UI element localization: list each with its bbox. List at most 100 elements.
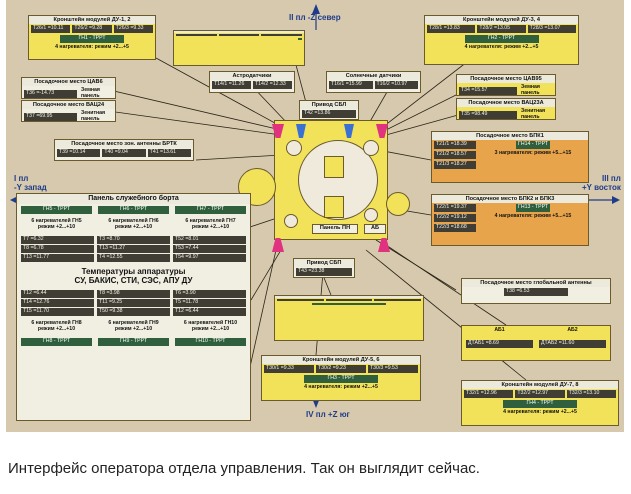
sbl-value: T42 =13.86 xyxy=(302,110,356,119)
du78-bracket-panel: Кронштейн модулей ДУ-7, 8 T32/1 =12.96 T… xyxy=(461,380,619,426)
bpk2-t1: T22/1 =19.37 xyxy=(434,204,476,213)
service-t-a1: T7 =6.32 xyxy=(21,235,94,244)
bpk1-panel: Посадочное место БПК1 T21/1 =18.39 T21/2… xyxy=(431,131,589,183)
brtk-title: Посадочное место зон. антенны БРТК xyxy=(55,140,193,149)
bpk1-title: Посадочное место БПК1 xyxy=(432,132,588,141)
service-side-panel: Панель служебного борта ГН5 - ТРРТ ГН6 -… xyxy=(16,193,251,421)
ab2-label: АБ2 xyxy=(567,327,578,333)
sensor-circle-2 xyxy=(363,140,379,156)
cav95-value: T34 =15.57 xyxy=(459,87,517,96)
du78-t2: T32/2 =12.97 xyxy=(515,390,565,399)
service-gn7: ГН7 - ТРРТ xyxy=(175,206,246,215)
du56-t1: T30/1 =9.33 xyxy=(264,365,314,374)
service-t-b1: T3 =8.70 xyxy=(97,235,170,244)
du56-t2: T30/2 =9.23 xyxy=(316,365,366,374)
solar-title: Солнечные датчики xyxy=(327,72,420,81)
du78-title: Кронштейн модулей ДУ-7, 8 xyxy=(462,381,618,390)
bhk1-panel xyxy=(173,30,305,66)
service-t-b3: T4 =12.55 xyxy=(97,253,170,262)
cav95-panel: Посадочное место ЦАВ95 T34 =15.57 Земная… xyxy=(456,74,556,96)
bpk2-heater-status: ГН13 - ТРРТ xyxy=(516,204,550,213)
thruster-magenta-4 xyxy=(378,238,390,252)
service-gn6: ГН6 - ТРРТ xyxy=(98,206,169,215)
vac23a-side: Зенитная панель xyxy=(521,108,546,121)
cav95-side: Земная панель xyxy=(521,84,540,97)
sbp-title: Привод СБП xyxy=(294,259,354,268)
service-gn8: ГН8 - ТРРТ xyxy=(21,338,92,347)
service-t-a3: T13 =11.77 xyxy=(21,253,94,262)
astro-title: Астродатчики xyxy=(210,72,294,81)
bpk1-mode: 3 нагревателя: режим +5...+15 xyxy=(494,150,572,157)
cav6-side: Земная панель xyxy=(81,87,100,100)
service-a-c1: T6 =3.90 xyxy=(173,290,246,299)
astro-t1: T14/1 =11.26 xyxy=(212,81,251,90)
sbl-title: Привод СБЛ xyxy=(300,101,358,110)
service-a-c3: T12 =6.44 xyxy=(173,308,246,317)
bpk1-t3: T21/3 =18.27 xyxy=(434,161,476,170)
sensor-circle-4 xyxy=(364,208,378,222)
brtk-t3: T41 =13.61 xyxy=(147,149,191,158)
core-block-top xyxy=(324,156,344,178)
control-screen: II пл -Z север I пл -Y запад III пл +Y в… xyxy=(6,0,624,432)
du12-t3: T26/3 =9.33 xyxy=(113,25,153,34)
du56-mode: 4 нагревателя: режим +2...+5 xyxy=(304,384,378,391)
service-t-b2: T13 =11.27 xyxy=(97,244,170,253)
axis-top-label: II пл -Z север xyxy=(289,13,341,22)
vac23a-panel: Посадочное место ВАЦ23А T35 =98.49 Зенит… xyxy=(456,98,556,120)
du78-heater-status: ГН4 - ТРРТ xyxy=(503,400,577,409)
service-mode-gn6: 6 нагревателей ГН6 режим +2...+10 xyxy=(108,218,159,230)
du56-title: Кронштейн модулей ДУ-5, 6 xyxy=(262,356,420,365)
vac24-side: Зенитная панель xyxy=(81,110,106,123)
service-t-a2: T8 =6.78 xyxy=(21,244,94,253)
service-t-c1: T52 =8.01 xyxy=(173,235,246,244)
bpk1-t1: T21/1 =18.39 xyxy=(434,141,476,150)
du12-heater-status: ГН1 - ТРРТ xyxy=(60,35,124,44)
du34-heater-status: ГН2 - ТРРТ xyxy=(464,35,539,44)
bhk1-heater-status xyxy=(298,38,302,40)
du78-t3: T32/3 =13.10 xyxy=(566,390,616,399)
bhk1-t3 xyxy=(261,34,303,36)
du34-title: Кронштейн модулей ДУ-3, 4 xyxy=(425,16,578,25)
service-mode-gn8: 6 нагревателей ГН8 режим +2...+10 xyxy=(31,320,82,333)
service-a-b2: T11 =9.25 xyxy=(97,299,170,308)
service-t-c2: T53 =7.44 xyxy=(173,244,246,253)
sbp-value: T43 =23.38 xyxy=(296,268,352,277)
service-a-c2: T5 =11.78 xyxy=(173,299,246,308)
du78-t1: T32/1 =12.96 xyxy=(464,390,514,399)
solar-t1: T16/1 =15.99 xyxy=(329,81,373,90)
service-title: Панель служебного борта xyxy=(17,194,250,205)
payload-panel-label: Панель ПН xyxy=(312,224,358,234)
cav6-title: Посадочное место ЦАВ6 xyxy=(22,78,115,87)
service-subtitle: Температуры аппаратуры СУ, БАКИС, СТИ, С… xyxy=(74,266,193,286)
service-a-a1: T12 =6.44 xyxy=(21,290,94,299)
du12-title: Кронштейн модулей ДУ-1, 2 xyxy=(29,16,155,25)
du34-t3: T28/3 =13.07 xyxy=(527,25,576,34)
service-gn5: ГН5 - ТРРТ xyxy=(21,206,92,215)
du78-mode: 4 нагревателя: режим +2...+5 xyxy=(503,409,577,416)
sbp-drive-panel: Привод СБП T43 =23.38 xyxy=(293,258,355,278)
bhk2-mode xyxy=(275,306,423,308)
vac24-panel: Посадочное место ВАЦ24 T37 =69.95 Зенитн… xyxy=(21,100,116,122)
bhk2-t3 xyxy=(374,299,422,301)
axis-bottom-label: IV пл +Z юг xyxy=(306,410,350,419)
core-block-bottom xyxy=(324,196,344,218)
astro-sensors-panel: Астродатчики T14/1 =11.26 T14/2 =12.33 xyxy=(209,71,295,93)
service-mode-gn10: 6 нагревателей ГН10 режим +2...+10 xyxy=(183,320,238,333)
bhk1-t1 xyxy=(176,34,217,36)
bpk2-t3: T22/3 =18.68 xyxy=(434,224,476,233)
ab-panel-label: АБ xyxy=(364,224,386,234)
du34-t1: T28/1 =13.83 xyxy=(427,25,476,34)
bpk2-panel: Посадочное место БПК2 и БПК3 T22/1 =19.3… xyxy=(431,194,589,246)
thruster-magenta-1 xyxy=(272,124,284,138)
du12-t1: T26/1 =10.11 xyxy=(31,25,71,34)
sbl-drive-panel: Привод СБЛ T42 =13.86 xyxy=(299,100,359,120)
global-antenna-panel: Посадочное место глобальной антенны T38 … xyxy=(461,278,611,304)
vac24-value: T37 =69.95 xyxy=(24,113,77,122)
brtk-t1: T39 =10.14 xyxy=(57,149,101,158)
ab2-value: ДТАБ2 =11.60 xyxy=(539,339,606,348)
du12-t2: T26/2 =9.28 xyxy=(72,25,112,34)
du34-t2: T28/2 =13.05 xyxy=(477,25,526,34)
bhk2-title xyxy=(275,296,423,298)
bpk1-heater-status: ГН14 - ТРРТ xyxy=(516,141,550,150)
brtk-panel: Посадочное место зон. антенны БРТК T39 =… xyxy=(54,139,194,161)
